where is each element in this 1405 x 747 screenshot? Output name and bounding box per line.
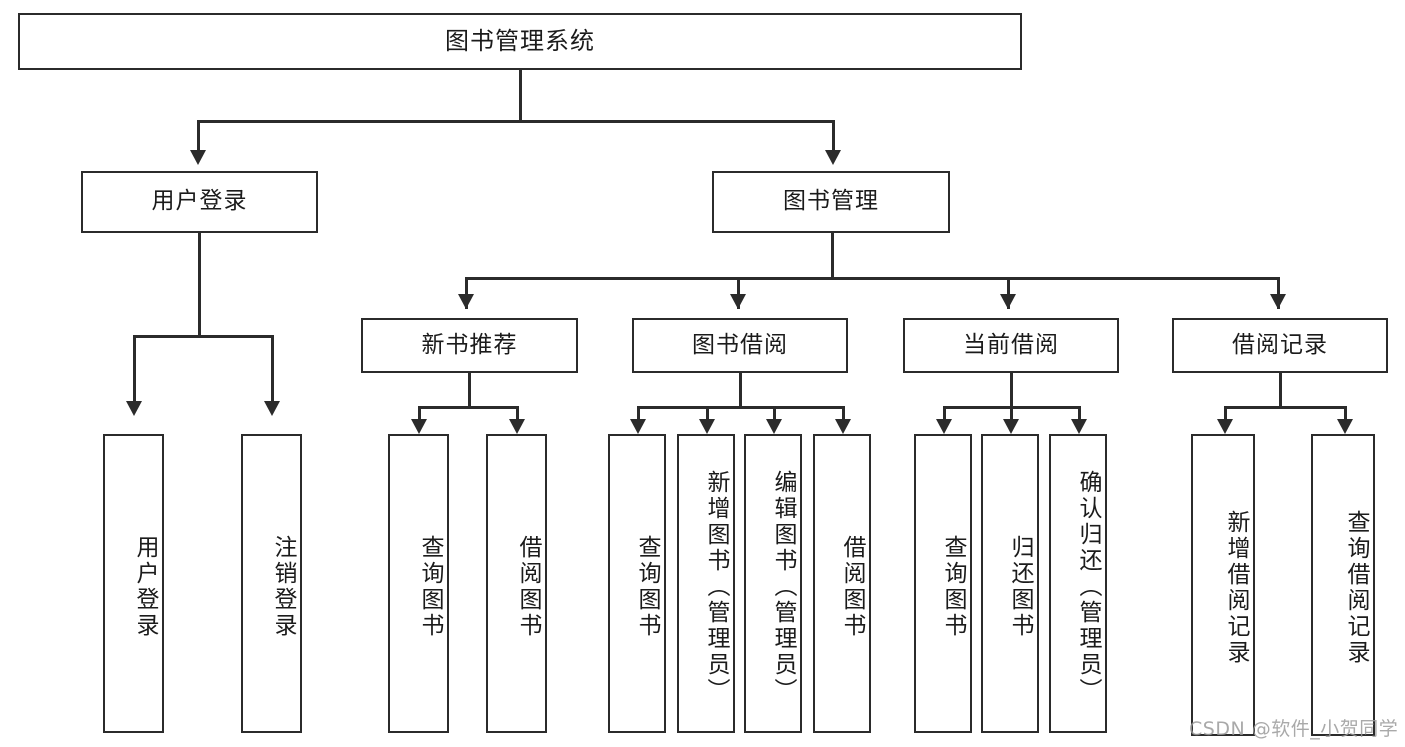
arrow-icon-nbr-leaf-2 <box>509 419 525 434</box>
edge-drop-book-borrow <box>737 277 740 309</box>
node-label: 新增借阅记录 <box>1223 510 1249 666</box>
node-label: 新增图书（管理员） <box>703 469 729 704</box>
edge-new-book-recommend-stem <box>468 373 471 408</box>
node-label: 用户登录 <box>132 534 158 639</box>
edge-drop-leaf-user-login <box>133 335 136 403</box>
node-label: 图书管理系统 <box>445 27 595 56</box>
edge-drop-user-login <box>197 120 200 152</box>
arrow-icon-book-borrow <box>730 294 746 309</box>
node-borrow-record[interactable]: 借阅记录 <box>1172 318 1388 373</box>
node-label: 当前借阅 <box>963 331 1059 358</box>
arrow-icon-bb-leaf-3 <box>766 419 782 434</box>
edge-drop-br-leaf-1 <box>1224 406 1227 424</box>
leaf-user-login[interactable]: 用户登录 <box>103 434 164 733</box>
node-root-book-management-system[interactable]: 图书管理系统 <box>18 13 1022 70</box>
edge-borrow-record-bus <box>1224 406 1346 409</box>
edge-borrow-record-stem <box>1279 373 1282 408</box>
arrow-icon-user-login <box>190 150 206 165</box>
node-new-book-recommend[interactable]: 新书推荐 <box>361 318 578 373</box>
arrow-icon-leaf-user-login <box>126 401 142 416</box>
node-label: 编辑图书（管理员） <box>770 469 796 704</box>
arrow-icon-bb-leaf-2 <box>699 419 715 434</box>
arrow-icon-nbr-leaf-1 <box>411 419 427 434</box>
node-book-management[interactable]: 图书管理 <box>712 171 950 233</box>
node-label: 图书管理 <box>783 188 879 215</box>
node-label: 注销登录 <box>270 534 296 639</box>
leaf-cb-query-book[interactable]: 查询图书 <box>914 434 972 733</box>
node-label: 借阅图书 <box>839 534 865 639</box>
arrow-icon-cb-leaf-2 <box>1003 419 1019 434</box>
arrow-icon-book-management <box>825 150 841 165</box>
csdn-watermark: CSDN @软件_小贺同学 <box>1189 718 1399 740</box>
edge-book-borrow-stem <box>739 373 742 408</box>
leaf-cb-confirm-return-admin[interactable]: 确认归还（管理员） <box>1049 434 1107 733</box>
arrow-icon-current-borrow <box>1000 294 1016 309</box>
arrow-icon-new-book-recommend <box>458 294 474 309</box>
edge-current-borrow-stem <box>1010 373 1013 408</box>
arrow-icon-cb-leaf-3 <box>1071 419 1087 434</box>
arrow-icon-borrow-record <box>1270 294 1286 309</box>
edge-drop-bb-leaf-3 <box>773 406 776 424</box>
edge-drop-bb-leaf-1 <box>637 406 640 424</box>
edge-drop-cb-leaf-1 <box>943 406 946 424</box>
node-label: 查询图书 <box>417 534 443 639</box>
edge-level3-bus <box>465 277 1279 280</box>
leaf-cb-return-book[interactable]: 归还图书 <box>981 434 1039 733</box>
node-current-borrow[interactable]: 当前借阅 <box>903 318 1119 373</box>
node-label: 查询图书 <box>634 534 660 639</box>
node-label: 确认归还（管理员） <box>1075 469 1101 704</box>
edge-drop-new-book-recommend <box>465 277 468 309</box>
edge-book-borrow-bus <box>637 406 843 409</box>
edge-drop-nbr-leaf-2 <box>516 406 519 424</box>
edge-book-management-stem <box>831 233 834 279</box>
leaf-bb-borrow-book[interactable]: 借阅图书 <box>813 434 871 733</box>
arrow-icon-bb-leaf-4 <box>835 419 851 434</box>
leaf-bb-edit-book-admin[interactable]: 编辑图书（管理员） <box>744 434 802 733</box>
edge-drop-current-borrow <box>1007 277 1010 309</box>
edge-user-login-stem <box>198 233 201 337</box>
arrow-icon-cb-leaf-1 <box>936 419 952 434</box>
leaf-bb-query-book[interactable]: 查询图书 <box>608 434 666 733</box>
leaf-bb-add-book-admin[interactable]: 新增图书（管理员） <box>677 434 735 733</box>
edge-drop-bb-leaf-2 <box>706 406 709 424</box>
edge-drop-book-management <box>832 120 835 152</box>
edge-root-stem <box>519 70 522 122</box>
edge-user-login-bus <box>133 335 273 338</box>
edge-drop-nbr-leaf-1 <box>418 406 421 424</box>
leaf-nbr-query-book[interactable]: 查询图书 <box>388 434 449 733</box>
arrow-icon-br-leaf-2 <box>1337 419 1353 434</box>
edge-drop-cb-leaf-3 <box>1078 406 1081 424</box>
node-label: 查询借阅记录 <box>1343 510 1369 666</box>
arrow-icon-br-leaf-1 <box>1217 419 1233 434</box>
leaf-nbr-borrow-book[interactable]: 借阅图书 <box>486 434 547 733</box>
node-label: 借阅图书 <box>515 534 541 639</box>
leaf-br-add-record[interactable]: 新增借阅记录 <box>1191 434 1255 736</box>
edge-drop-borrow-record <box>1277 277 1280 309</box>
leaf-logout[interactable]: 注销登录 <box>241 434 302 733</box>
edge-drop-leaf-logout <box>271 335 274 403</box>
arrow-icon-leaf-logout <box>264 401 280 416</box>
node-label: 图书借阅 <box>692 331 788 358</box>
edge-drop-bb-leaf-4 <box>842 406 845 424</box>
node-user-login[interactable]: 用户登录 <box>81 171 318 233</box>
node-label: 用户登录 <box>151 188 248 215</box>
node-label: 查询图书 <box>940 534 966 639</box>
edge-drop-br-leaf-2 <box>1344 406 1347 424</box>
arrow-icon-bb-leaf-1 <box>630 419 646 434</box>
node-label: 新书推荐 <box>421 331 518 358</box>
node-label: 借阅记录 <box>1232 331 1328 358</box>
node-book-borrow[interactable]: 图书借阅 <box>632 318 848 373</box>
edge-new-book-recommend-bus <box>418 406 517 409</box>
leaf-br-query-record[interactable]: 查询借阅记录 <box>1311 434 1375 736</box>
edge-drop-cb-leaf-2 <box>1010 406 1013 424</box>
edge-level2-bus <box>197 120 834 123</box>
node-label: 归还图书 <box>1007 534 1033 639</box>
